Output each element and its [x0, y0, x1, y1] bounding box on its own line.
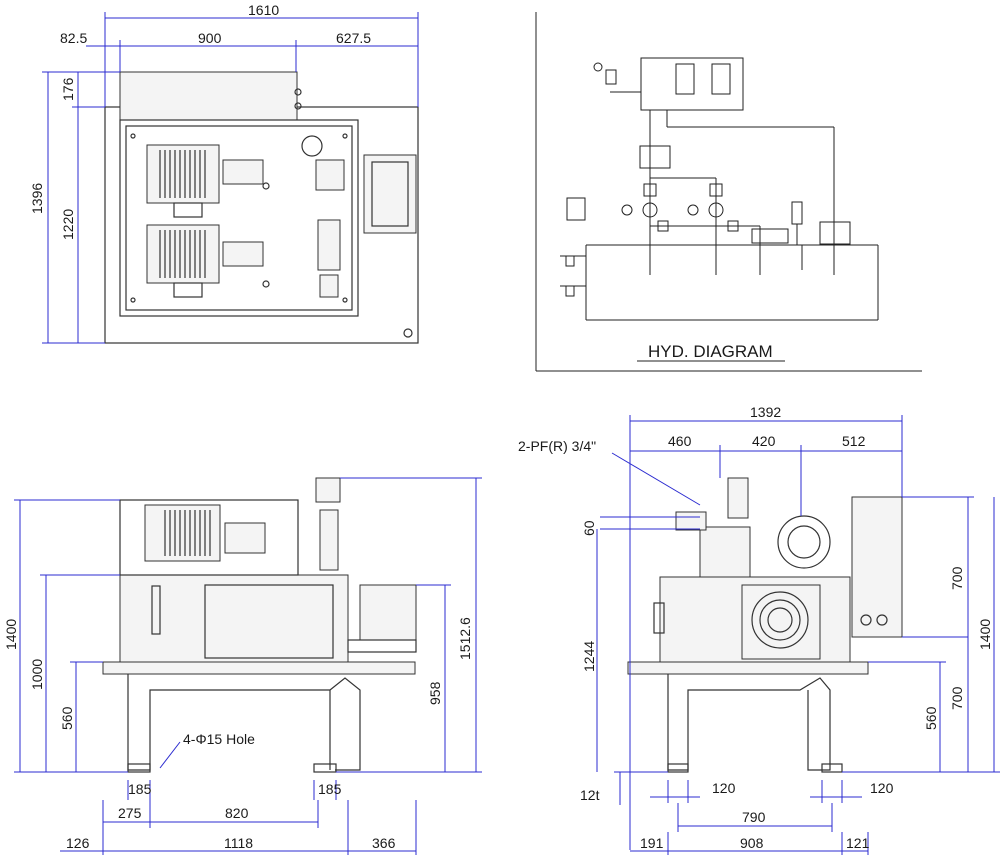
- top-cover-box: [119, 71, 298, 121]
- top-dim-627-5: 627.5: [336, 30, 371, 46]
- side-dim-1400: 1400: [977, 619, 993, 650]
- side-view: 1392 460 420 512 2-PF(R) 3/4" 60 1244 12…: [518, 404, 1000, 855]
- front-dim-1118: 1118: [224, 835, 253, 851]
- side-frame: [667, 674, 831, 771]
- side-dim-121: 121: [846, 835, 870, 851]
- top-dim-1220: 1220: [60, 209, 76, 240]
- side-dim-460: 460: [668, 433, 692, 449]
- front-dim-366: 366: [372, 835, 396, 851]
- side-dim-1244: 1244: [581, 641, 597, 672]
- front-base-plate: [102, 661, 416, 675]
- hyd-filter: [639, 145, 671, 169]
- side-port-note: 2-PF(R) 3/4": [518, 438, 596, 454]
- front-dim-275: 275: [118, 805, 142, 821]
- front-dim-560: 560: [59, 706, 75, 730]
- top-tank-plate: [119, 119, 359, 317]
- front-valve: [315, 477, 341, 503]
- side-pump-block: [699, 526, 751, 578]
- side-panel: [851, 496, 903, 638]
- side-dim-700-top: 700: [949, 566, 965, 590]
- front-tank: [119, 574, 349, 663]
- front-dim-126: 126: [66, 835, 90, 851]
- top-view: 1610 82.5 900 627.5 1396 176 1220: [29, 2, 419, 344]
- front-upper-frame: [119, 499, 299, 576]
- top-valve-block: [315, 159, 345, 191]
- front-motor: [144, 504, 221, 562]
- front-view: 1400 1000 560 1512.6 958 4-Φ15 Hole 185 …: [3, 477, 482, 855]
- front-pump: [224, 522, 266, 554]
- side-base-plate: [627, 661, 869, 675]
- front-dim-958: 958: [427, 681, 443, 705]
- front-dim-820: 820: [225, 805, 249, 821]
- top-motor-2: [146, 224, 220, 284]
- side-dim-420: 420: [752, 433, 776, 449]
- front-hole-note: 4-Φ15 Hole: [183, 731, 255, 747]
- front-tank-cover: [204, 584, 334, 659]
- hyd-diagram: HYD. DIAGRAM: [535, 12, 922, 372]
- hyd-return-filter: [819, 221, 851, 245]
- front-dim-1400: 1400: [3, 619, 19, 650]
- hyd-pump-1: [642, 202, 658, 218]
- top-dim-1610: 1610: [248, 2, 279, 18]
- top-filter: [317, 219, 341, 271]
- side-fan-housing: [741, 584, 821, 660]
- front-dim-1000: 1000: [29, 659, 45, 690]
- front-frame: [127, 674, 361, 771]
- side-dim-120-left: 120: [712, 780, 736, 796]
- hyd-valve-block: [640, 57, 744, 111]
- side-dim-560: 560: [923, 706, 939, 730]
- top-motor-1: [146, 144, 220, 204]
- side-dim-512: 512: [842, 433, 866, 449]
- top-dim-176: 176: [60, 77, 76, 101]
- front-dim-foot-left: 185: [128, 781, 152, 797]
- front-dim-foot-right: 185: [318, 781, 342, 797]
- side-dim-12t: 12t: [580, 787, 600, 803]
- top-dim-1396: 1396: [29, 183, 45, 214]
- top-gauge: [301, 135, 323, 157]
- front-cooler: [359, 584, 417, 641]
- side-dim-790: 790: [742, 809, 766, 825]
- side-dim-120-right: 120: [870, 780, 894, 796]
- side-dim-1392: 1392: [750, 404, 781, 420]
- front-dim-1512-6: 1512.6: [457, 617, 473, 660]
- side-fan: [751, 591, 809, 649]
- front-filter: [319, 509, 339, 571]
- top-dim-82-5: 82.5: [60, 30, 87, 46]
- side-valve: [675, 511, 707, 531]
- side-dim-700-bottom: 700: [949, 686, 965, 710]
- top-dim-900: 900: [198, 30, 222, 46]
- side-dim-191: 191: [640, 835, 664, 851]
- top-pump-2: [222, 241, 264, 267]
- side-solenoid: [727, 477, 749, 519]
- side-dim-908: 908: [740, 835, 764, 851]
- top-pump-1: [222, 159, 264, 185]
- top-cooler: [363, 154, 417, 234]
- side-dim-60: 60: [581, 520, 597, 536]
- hyd-diagram-title: HYD. DIAGRAM: [648, 342, 773, 361]
- side-motor: [777, 515, 831, 569]
- hyd-cooler: [751, 228, 789, 244]
